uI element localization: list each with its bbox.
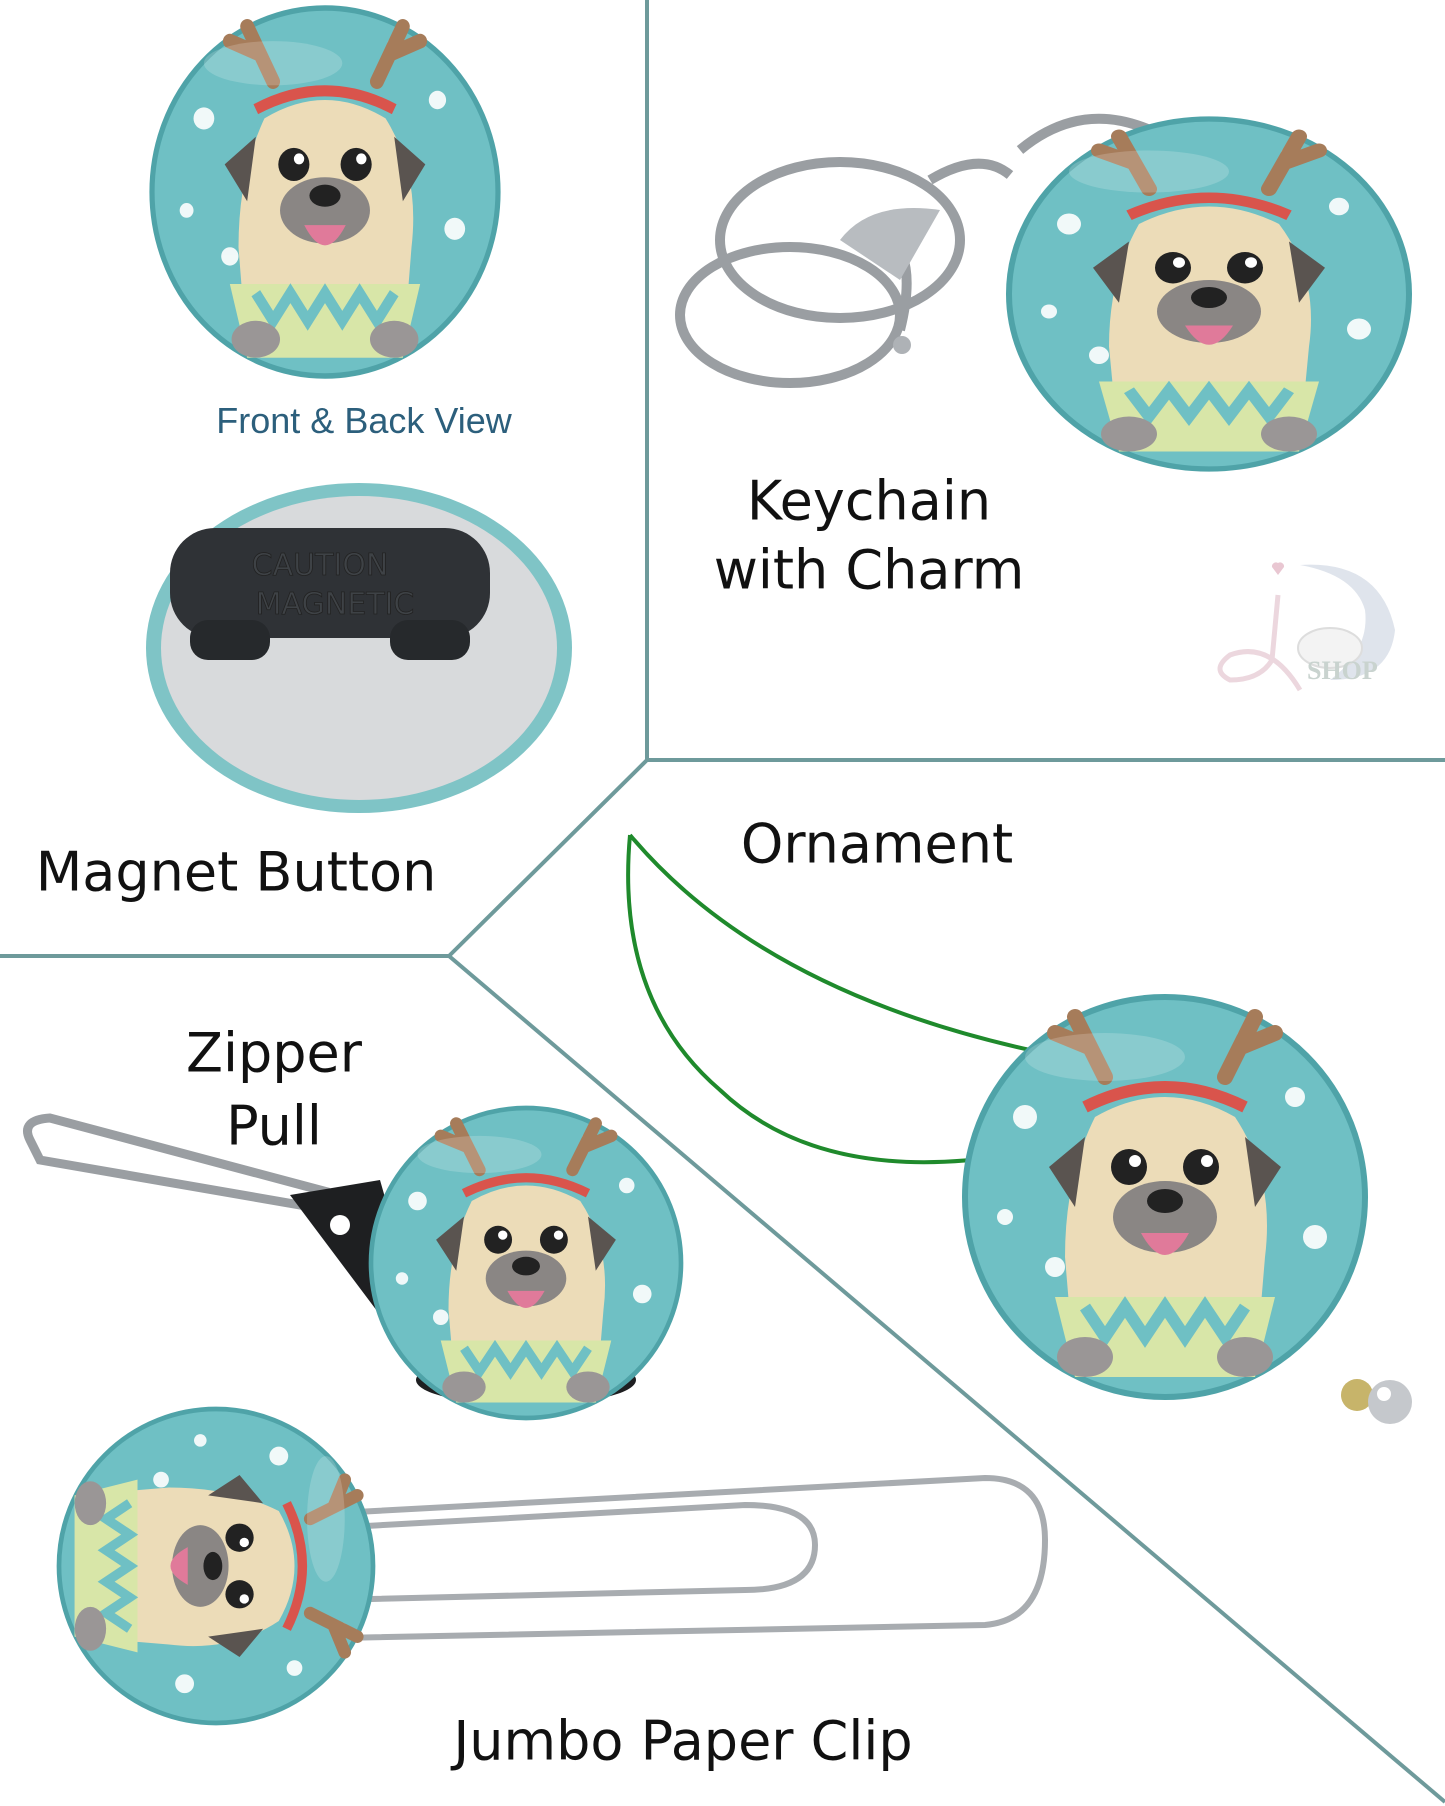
- paper-clip-button: [59, 1409, 373, 1723]
- shop-logo: [1217, 562, 1395, 692]
- keychain-image: [675, 119, 1409, 469]
- back-button-image: CAUTION MAGNETIC: [146, 483, 572, 813]
- front-back-view-caption: Front & Back View: [216, 400, 512, 442]
- shop-logo-text: SHOP: [1307, 656, 1378, 685]
- magnetic-text: MAGNETIC: [256, 587, 415, 622]
- ornament-label: Ornament: [740, 812, 1014, 876]
- paper-clip-label: Jumbo Paper Clip: [453, 1709, 913, 1773]
- zipper-pull-label-line1: Zipper: [186, 1021, 362, 1085]
- zipper-pull-label-line2: Pull: [226, 1094, 322, 1158]
- keychain-label-line1: Keychain: [746, 469, 992, 533]
- magnet-button-label: Magnet Button: [35, 840, 437, 904]
- paper-clip-image: [239, 1474, 1049, 1643]
- front-button-image: [152, 8, 498, 376]
- caution-text: CAUTION: [252, 548, 389, 583]
- zipper-pull-image: [23, 1108, 682, 1418]
- keychain-label-line2: with Charm: [713, 538, 1025, 602]
- ornament-image: [626, 833, 1412, 1424]
